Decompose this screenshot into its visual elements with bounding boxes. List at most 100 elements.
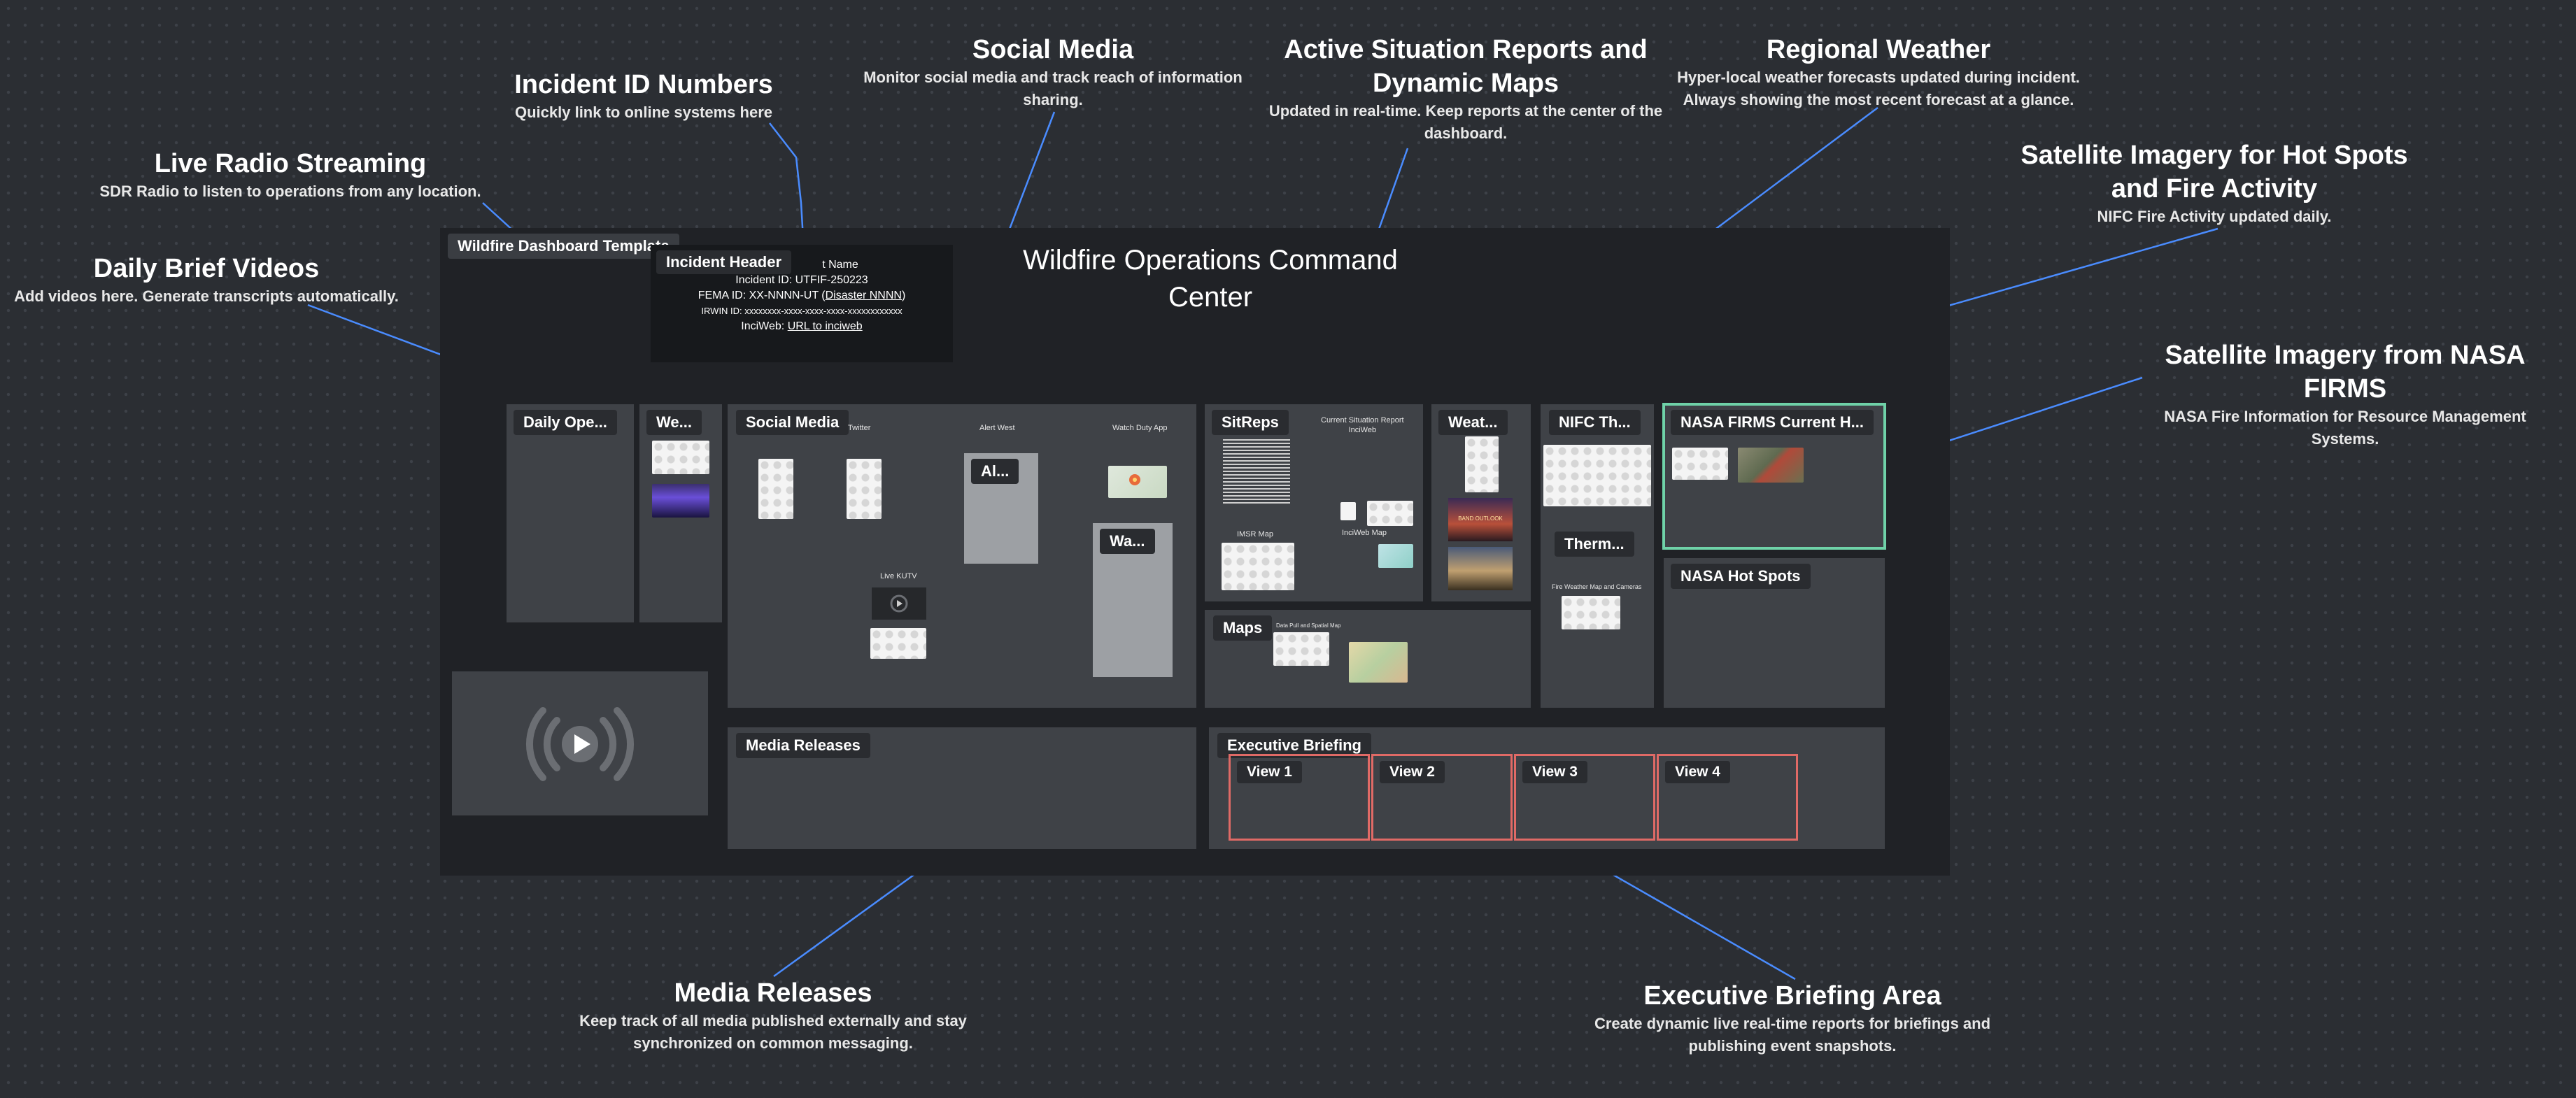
inciweb-map[interactable] <box>1378 544 1413 568</box>
nasa-firms-highlight <box>1662 403 1886 550</box>
fire-location-icon <box>1129 474 1140 485</box>
panel-nifc-tag[interactable]: NIFC Th... <box>1549 410 1641 435</box>
annotation-desc: Keep track of all media published extern… <box>579 1012 967 1052</box>
panel-nasa-hotspots-tag[interactable]: NASA Hot Spots <box>1671 564 1811 589</box>
annotation-weather: Regional Weather Hyper-local weather for… <box>1665 33 2092 111</box>
fire-weather-map[interactable] <box>1562 596 1620 629</box>
live-kutv-label: Live KUTV <box>880 572 917 580</box>
annotation-title: Active Situation Reports and Dynamic Map… <box>1284 35 1648 98</box>
annotation-desc: Quickly link to online systems here <box>514 104 773 121</box>
twitter-feed-2[interactable] <box>847 459 882 519</box>
weather-forecast[interactable] <box>1465 436 1499 492</box>
annotation-desc: Create dynamic live real-time reports fo… <box>1594 1015 1991 1055</box>
inciweb-map-label: InciWeb Map <box>1342 529 1387 537</box>
live-kutv-thumbnail[interactable] <box>870 628 926 659</box>
panel-we-tag[interactable]: We... <box>646 410 702 435</box>
panel-nasa-firms-tag[interactable]: NASA FIRMS Current H... <box>1671 410 1874 435</box>
annotation-title: Incident ID Numbers <box>514 70 773 99</box>
twitter-label: Twitter <box>848 424 871 432</box>
view-1-tag[interactable]: View 1 <box>1237 761 1302 783</box>
annotation-desc: NASA Fire Information for Resource Manag… <box>2164 408 2526 448</box>
twitter-feed-1[interactable] <box>758 459 793 519</box>
annotation-desc: Updated in real-time. Keep reports at th… <box>1268 102 1663 142</box>
weather-outlook-image[interactable]: BAND OUTLOOK <box>1448 498 1513 541</box>
annotation-desc: Monitor social media and track reach of … <box>863 69 1243 108</box>
nifc-map[interactable] <box>1543 445 1651 506</box>
incident-header-text: t Name Incident ID: UTFIF-250223 FEMA ID… <box>651 257 953 334</box>
fema-id: FEMA ID: XX-NNNN-UT (Disaster NNNN) <box>651 288 953 304</box>
alert-west-label: Alert West <box>979 424 1015 432</box>
annotation-title: Satellite Imagery for Hot Spots and Fire… <box>2021 141 2408 204</box>
dashboard-title: Wildfire Operations Command Center <box>1023 245 1398 313</box>
annotation-desc: Hyper-local weather forecasts updated du… <box>1677 69 2080 108</box>
weather-camera-image[interactable] <box>1448 547 1513 590</box>
watch-duty-map[interactable] <box>1108 466 1167 498</box>
annotation-title: Regional Weather <box>1766 35 1991 64</box>
spatial-map[interactable] <box>1349 642 1408 683</box>
watch-duty-label: Watch Duty App <box>1112 424 1168 432</box>
inciweb-line: InciWeb: URL to inciweb <box>651 319 953 334</box>
panel-daily-ops-tag[interactable]: Daily Ope... <box>514 410 617 435</box>
fire-weather-label: Fire Weather Map and Cameras <box>1552 583 1642 590</box>
inciweb-link[interactable]: URL to inciweb <box>787 320 863 332</box>
template-tag[interactable]: Wildfire Dashboard Template <box>448 234 679 259</box>
sitrep-thumbnail[interactable] <box>1367 501 1413 526</box>
view-box-3[interactable] <box>1514 754 1655 841</box>
panel-daily-ops[interactable] <box>507 404 634 622</box>
panel-weather-tag[interactable]: Weat... <box>1438 410 1508 435</box>
incident-name: t Name <box>822 259 858 271</box>
fema-id-suffix: ) <box>901 290 906 301</box>
panel-sitreps-tag[interactable]: SitReps <box>1212 410 1289 435</box>
incident-id: Incident ID: UTFIF-250223 <box>735 274 868 286</box>
nasa-firms-thumbnail-2[interactable] <box>1738 448 1804 483</box>
sitrep-document[interactable] <box>1223 439 1290 504</box>
view-4-tag[interactable]: View 4 <box>1665 761 1730 783</box>
annotation-radio: Live Radio Streaming SDR Radio to listen… <box>91 147 490 203</box>
watch-duty-tag[interactable]: Wa... <box>1100 529 1155 554</box>
alert-west-tag[interactable]: Al... <box>971 459 1019 484</box>
panel-social-media-tag[interactable]: Social Media <box>736 410 849 435</box>
annotation-satellite-firms: Satellite Imagery from NASA FIRMS NASA F… <box>2135 338 2555 450</box>
sitrep-doc-icon[interactable] <box>1340 502 1356 520</box>
inciweb-prefix: InciWeb: <box>741 320 788 332</box>
annotation-incident-id: Incident ID Numbers Quickly link to onli… <box>504 68 784 124</box>
annotation-daily-brief: Daily Brief Videos Add videos here. Gene… <box>7 252 406 308</box>
panel-thermal-tag[interactable]: Therm... <box>1555 532 1634 557</box>
panel-maps-tag[interactable]: Maps <box>1213 615 1273 641</box>
annotation-title: Executive Briefing Area <box>1643 981 1941 1011</box>
annotation-satellite-hotspots: Satellite Imagery for Hot Spots and Fire… <box>2001 138 2428 228</box>
we-thumbnail-1[interactable] <box>652 441 709 474</box>
play-icon <box>574 734 590 754</box>
annotation-title: Daily Brief Videos <box>93 254 320 283</box>
imsr-map-label: IMSR Map <box>1237 530 1273 539</box>
incident-header-tag[interactable]: Incident Header <box>656 250 792 274</box>
maps-thumbnail[interactable] <box>1273 632 1329 666</box>
annotation-sitreps: Active Situation Reports and Dynamic Map… <box>1259 33 1672 145</box>
annotation-title: Social Media <box>972 35 1134 64</box>
view-box-1[interactable] <box>1229 754 1370 841</box>
annotation-exec-briefing: Executive Briefing Area Create dynamic l… <box>1583 979 2002 1057</box>
panel-media-releases-tag[interactable]: Media Releases <box>736 733 870 758</box>
fema-id-prefix: FEMA ID: XX-NNNN-UT ( <box>698 290 826 301</box>
imsr-map[interactable] <box>1222 543 1294 590</box>
annotation-title: Live Radio Streaming <box>154 149 427 178</box>
we-thumbnail-2[interactable] <box>652 484 709 518</box>
irwin-id: IRWIN ID: xxxxxxxx-xxxx-xxxx-xxxx-xxxxxx… <box>701 306 903 316</box>
play-icon[interactable] <box>872 587 926 620</box>
live-kutv-player[interactable] <box>872 587 926 620</box>
annotation-desc: Add videos here. Generate transcripts au… <box>14 287 399 305</box>
view-2-tag[interactable]: View 2 <box>1380 761 1445 783</box>
nasa-firms-thumbnail-1[interactable] <box>1672 448 1728 480</box>
annotation-desc: SDR Radio to listen to operations from a… <box>99 183 481 200</box>
fema-disaster-link[interactable]: Disaster NNNN <box>825 290 902 301</box>
current-sitrep-inciweb: InciWeb <box>1348 426 1377 434</box>
view-box-4[interactable] <box>1657 754 1798 841</box>
annotation-social-media: Social Media Monitor social media and tr… <box>861 33 1245 111</box>
view-3-tag[interactable]: View 3 <box>1522 761 1587 783</box>
maps-caption: Data Pull and Spatial Map <box>1276 622 1341 629</box>
current-sitrep-title: Current Situation Report <box>1321 416 1404 425</box>
annotation-media-releases: Media Releases Keep track of all media p… <box>574 976 972 1055</box>
radio-broadcast-icon[interactable] <box>522 705 638 783</box>
view-box-2[interactable] <box>1371 754 1513 841</box>
annotation-title: Satellite Imagery from NASA FIRMS <box>2165 341 2526 404</box>
